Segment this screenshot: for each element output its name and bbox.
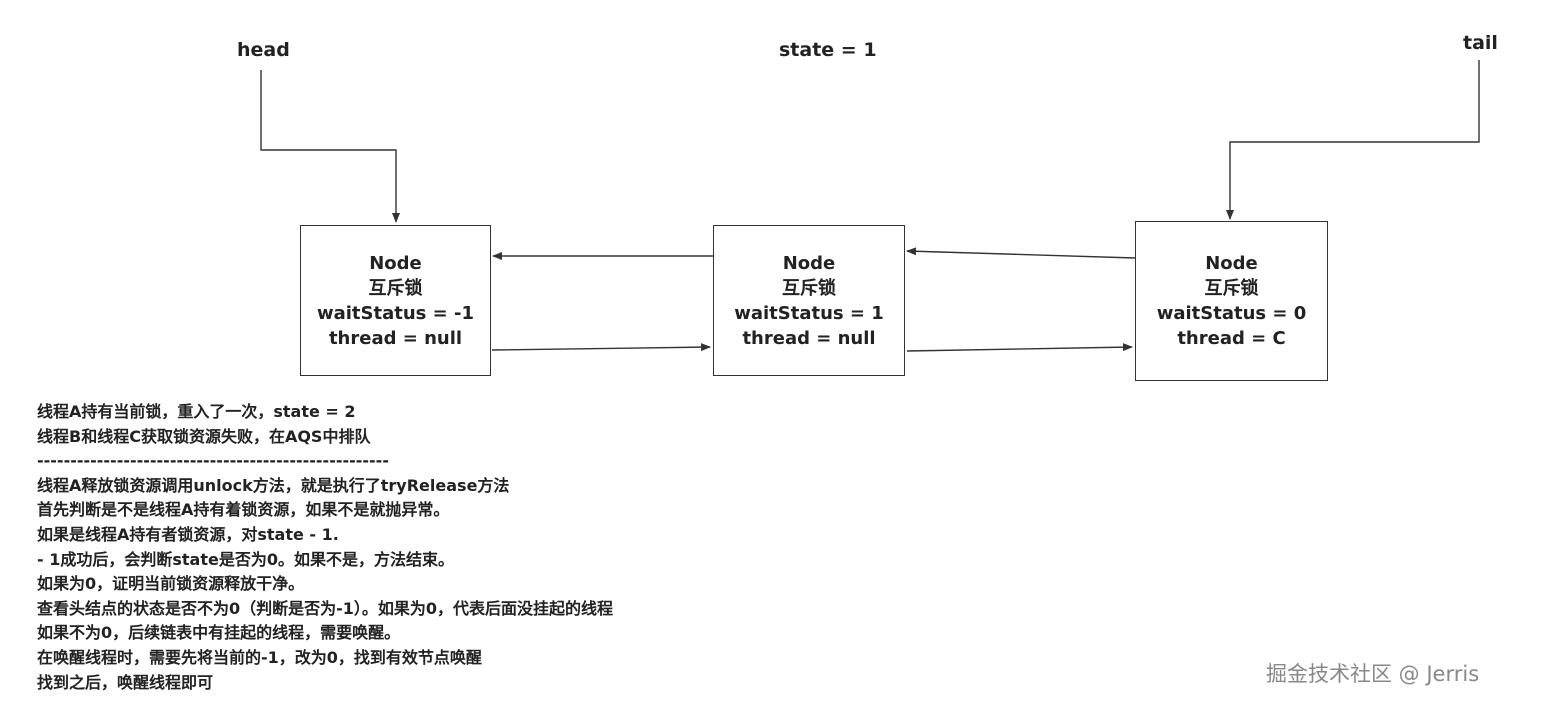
node-2: Node 互斥锁 waitStatus = 1 thread = null (713, 225, 905, 376)
state-label: state = 1 (779, 39, 877, 61)
node-title: Node (782, 252, 836, 274)
node-wait-status: waitStatus = -1 (316, 302, 474, 324)
note-divider: ----------------------------------------… (37, 451, 389, 471)
node-3: Node 互斥锁 waitStatus = 0 thread = C (1135, 221, 1328, 381)
node-wait-status: waitStatus = 0 (1156, 303, 1307, 324)
note-line: - 1成功后，会判断state是否为0。如果不是，方法结束。 (37, 549, 454, 569)
node-thread: thread = null (742, 327, 876, 349)
note-line: 如果为0，证明当前锁资源释放干净。 (37, 574, 305, 594)
head-pointer-arrow (260, 70, 400, 223)
next-arrow-node2-to-node3 (906, 343, 1133, 352)
note-line: 线程A释放锁资源调用unlock方法，就是执行了tryRelease方法 (37, 475, 510, 495)
tail-label: tail (1463, 32, 1498, 54)
node-lock-type: 互斥锁 (368, 277, 423, 299)
head-label: head (237, 39, 290, 61)
explanation-notes: 线程A持有当前锁，重入了一次，state = 2 线程B和线程C获取锁资源失败，… (37, 400, 613, 695)
note-line: 首先判断是不是线程A持有着锁资源，如果不是就抛异常。 (37, 500, 450, 520)
note-line: 如果是线程A持有者锁资源，对state - 1. (37, 524, 339, 544)
node-title: Node (369, 252, 422, 274)
tail-pointer-arrow (1226, 60, 1480, 220)
node-thread: thread = C (1177, 328, 1286, 349)
note-line: 线程A持有当前锁，重入了一次，state = 2 (37, 402, 356, 421)
node-lock-type: 互斥锁 (1204, 278, 1259, 299)
node-wait-status: waitStatus = 1 (734, 302, 884, 324)
node-title: Node (1205, 253, 1258, 274)
note-line: 在唤醒线程时，需要先将当前的-1，改为0，找到有效节点唤醒 (37, 647, 482, 667)
watermark: 掘金技术社区 @ Jerris (1266, 662, 1480, 686)
note-line: 线程B和线程C获取锁资源失败，在AQS中排队 (37, 426, 371, 446)
note-line: 如果不为0，后续链表中有挂起的线程，需要唤醒。 (37, 623, 401, 643)
node-thread: thread = null (328, 327, 463, 349)
next-arrow-node1-to-node2 (491, 343, 711, 352)
node-1: Node 互斥锁 waitStatus = -1 thread = null (300, 225, 491, 376)
note-line: 查看头结点的状态是否不为0（判断是否为-1）。如果为0，代表后面没挂起的线程 (37, 598, 614, 618)
prev-arrow-node3-to-node2 (906, 247, 1136, 259)
node-lock-type: 互斥锁 (782, 277, 836, 299)
note-line: 找到之后，唤醒线程即可 (37, 672, 214, 692)
